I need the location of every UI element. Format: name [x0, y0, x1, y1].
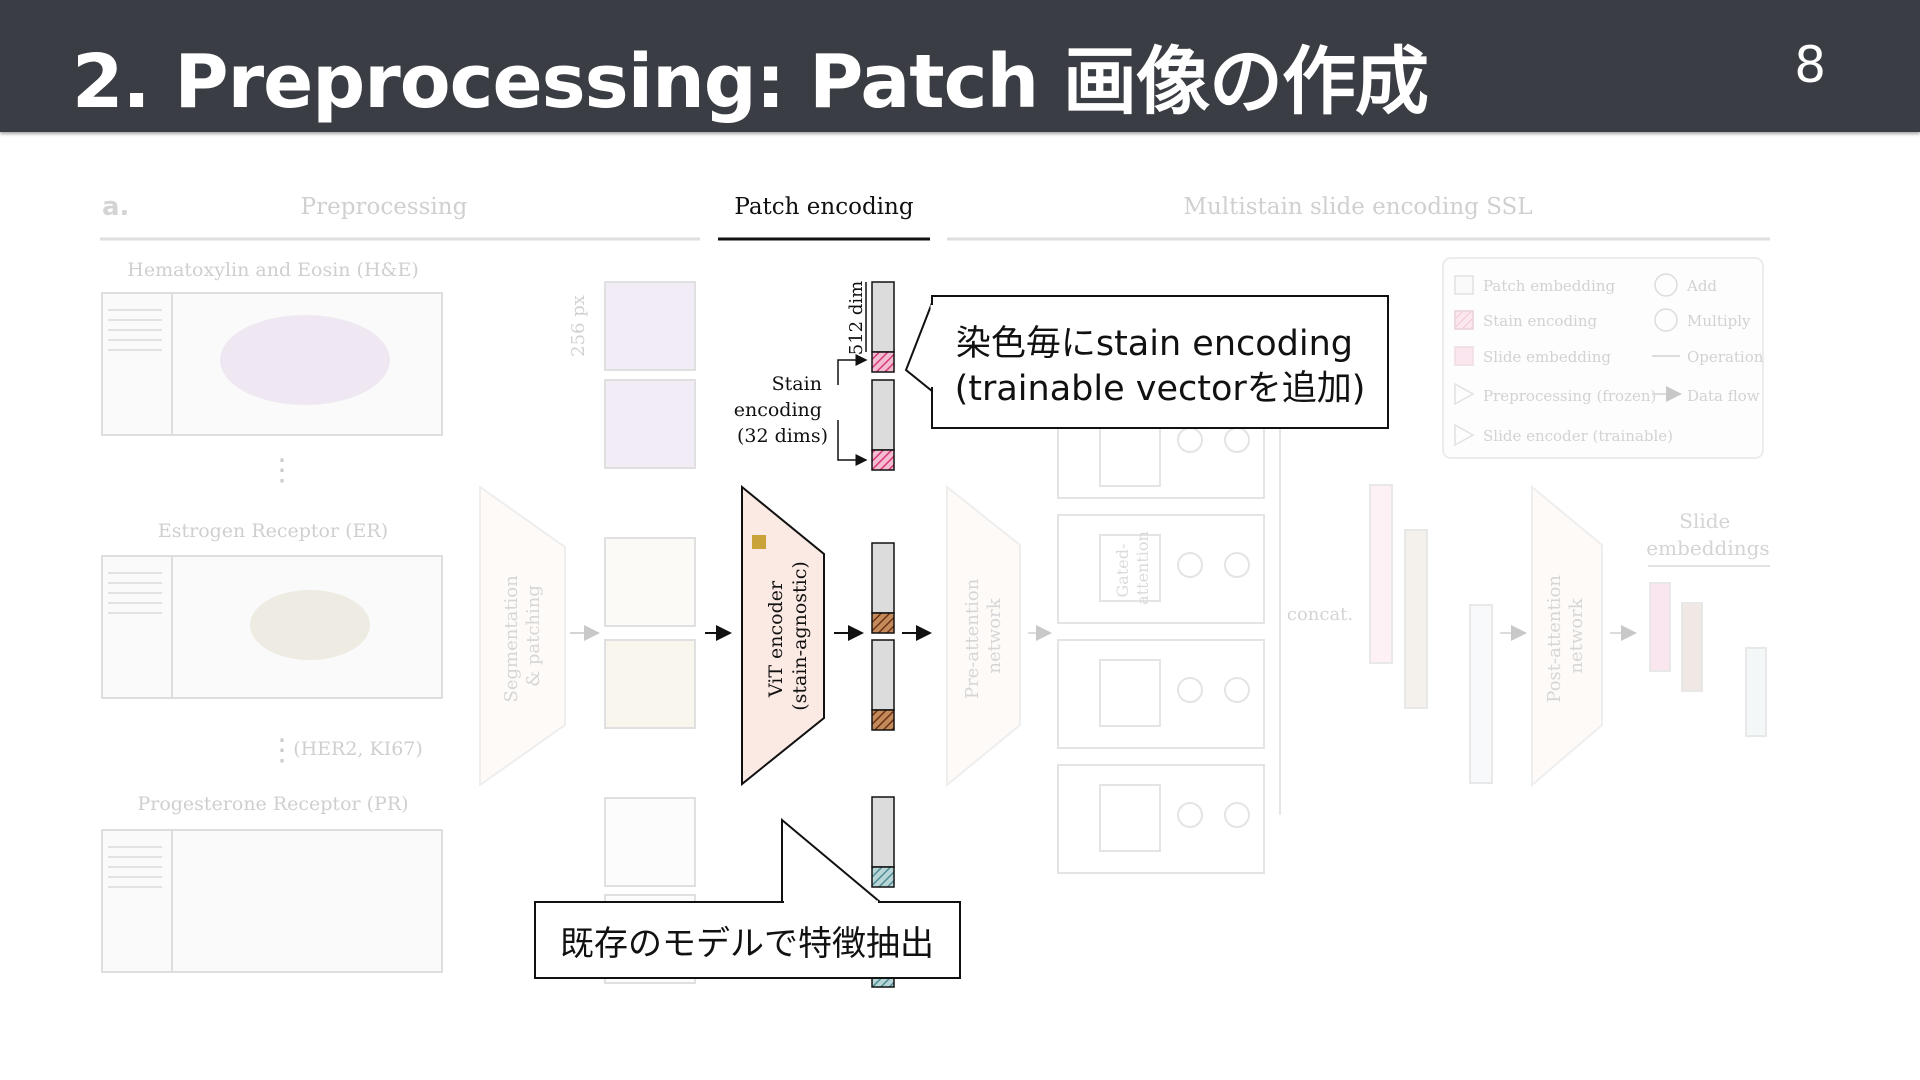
embedding-dim-label: 512 dim — [846, 281, 867, 355]
slide-emb-label-2: embeddings — [1646, 536, 1769, 560]
stain-label-pr: Progesterone Receptor (PR) — [137, 793, 408, 815]
patch-embeddings — [871, 281, 895, 988]
lock-icon — [752, 535, 766, 549]
section-preprocessing: Preprocessing — [301, 194, 468, 220]
svg-text:Stain encoding (32 dim: Stain encoding (32 dims) — [734, 373, 828, 447]
legend-label-8: Data flow — [1687, 387, 1760, 405]
svg-text:ViT encoder (stain-agnosti: ViT encoder (stain-agnostic) — [765, 561, 811, 711]
svg-text:Segmentation & patching: Segmentation & patching — [501, 570, 544, 703]
gated-attention-blocks — [1057, 389, 1281, 874]
callout2-text: 既存のモデルで特徴抽出 — [560, 924, 934, 964]
patches — [604, 281, 696, 984]
vit-label-2: (stain-agnostic) — [789, 561, 811, 711]
legend-label-6: Multiply — [1687, 312, 1751, 330]
slide-embeddings — [1649, 582, 1767, 737]
legend: Patch embedding Stain encoding Slide emb… — [1442, 257, 1764, 459]
pr-slide — [101, 829, 443, 973]
legend-label-0: Patch embedding — [1483, 277, 1615, 295]
post-att-label-1: Post-attention — [1544, 575, 1565, 703]
slide-title: 2. Preprocessing: Patch 画像の作成 — [72, 39, 1429, 125]
section-patch-encoding: Patch encoding — [734, 194, 913, 220]
legend-label-5: Add — [1686, 277, 1717, 295]
section-multistain: Multistain slide encoding SSL — [1183, 194, 1532, 220]
pre-att-label-2: network — [984, 597, 1005, 673]
svg-text:Pre-attention network: Pre-attention network — [962, 573, 1005, 699]
slide-thumbnails: Hematoxylin and Eosin (H&E) ⋮ Estrogen R… — [101, 259, 443, 973]
svg-text:⋮: ⋮ — [267, 733, 297, 768]
svg-text:染色毎にstain encoding (trai: 染色毎にstain encoding (trainable vectorを追加) — [955, 324, 1366, 409]
seg-label-1: Segmentation — [501, 575, 522, 703]
stain-enc-label-2: encoding — [734, 399, 822, 421]
legend-label-2: Slide embedding — [1483, 348, 1611, 366]
vit-encoder-block — [741, 484, 825, 787]
svg-text:Post-attention network: Post-attention network — [1544, 569, 1587, 702]
post-attention-block — [1531, 484, 1603, 788]
callout-stain-encoding: 染色毎にstain encoding (trainable vectorを追加) — [904, 295, 1389, 429]
stain-enc-label-3: (32 dims) — [737, 425, 828, 447]
gated-label-1: Gated- — [1113, 544, 1132, 598]
stain-label-er: Estrogen Receptor (ER) — [158, 520, 388, 542]
svg-text:⋮: ⋮ — [267, 453, 297, 488]
page-number: 8 — [1794, 36, 1826, 94]
title-bar: 2. Preprocessing: Patch 画像の作成 8 — [0, 0, 1920, 132]
callout-feature-extraction: 既存のモデルで特徴抽出 — [534, 817, 961, 979]
legend-label-4: Slide encoder (trainable) — [1483, 427, 1673, 445]
segmentation-block — [479, 485, 566, 787]
panel-label: a. — [102, 192, 129, 222]
svg-text:Slide embeddings: Slide embeddings — [1646, 509, 1769, 560]
pre-attention-block — [946, 484, 1021, 788]
pre-att-label-1: Pre-attention — [962, 578, 983, 699]
callout1-line2: (trainable vectorを追加) — [955, 369, 1366, 409]
seg-label-2: & patching — [523, 585, 544, 687]
patch-size-label: 256 px — [568, 295, 589, 357]
concat-label: concat. — [1287, 604, 1353, 625]
stain-label-he: Hematoxylin and Eosin (H&E) — [127, 259, 418, 281]
legend-label-3: Preprocessing (frozen) — [1483, 387, 1656, 405]
post-att-label-2: network — [1566, 597, 1587, 673]
slide-emb-label-1: Slide — [1679, 509, 1730, 533]
stain-label-others: (HER2, KI67) — [293, 738, 423, 760]
legend-label-1: Stain encoding — [1483, 312, 1598, 330]
stain-enc-label-1: Stain — [772, 373, 822, 395]
gated-label-2: attention — [1133, 531, 1152, 605]
concat-vectors — [1369, 484, 1493, 784]
vit-label-1: ViT encoder — [765, 580, 787, 698]
legend-label-7: Operation — [1687, 348, 1764, 366]
callout1-line1: 染色毎にstain encoding — [956, 324, 1353, 364]
svg-text:Gated- attention: Gated- attention — [1113, 531, 1152, 605]
